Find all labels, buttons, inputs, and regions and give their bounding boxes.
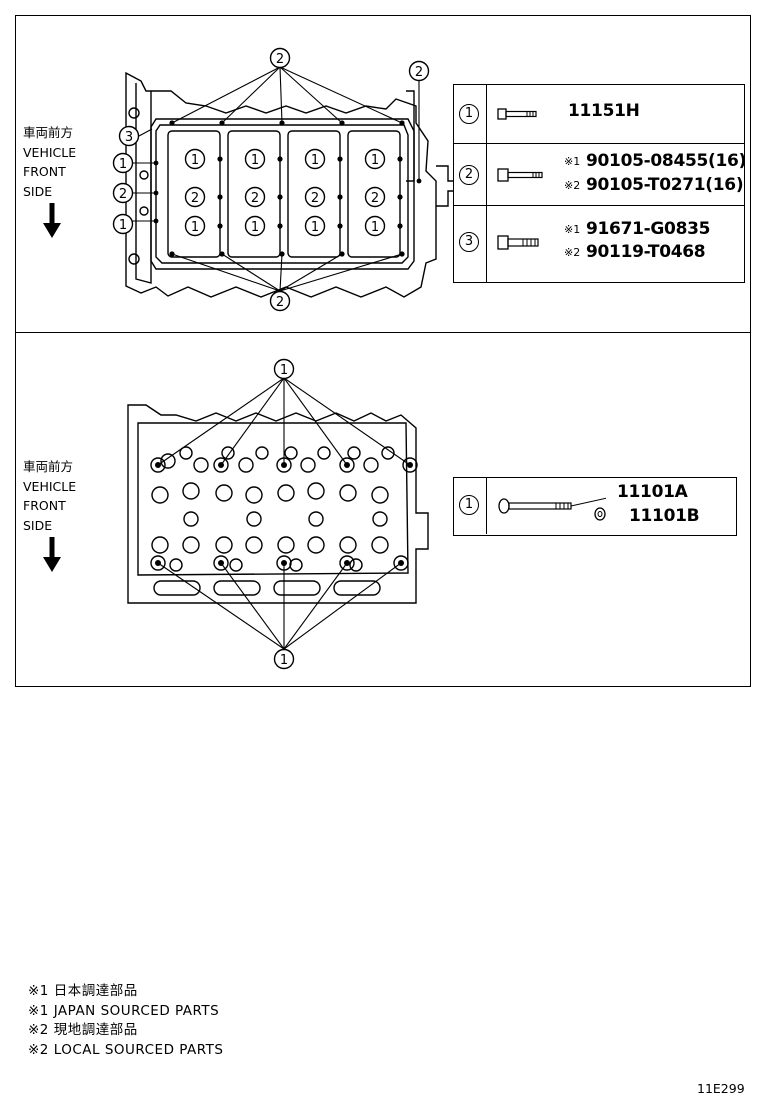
part-number: 11101A <box>617 482 688 502</box>
svg-text:1: 1 <box>251 153 259 168</box>
part-number: 90105-T0271(16) <box>586 175 744 195</box>
callout-2-bottom: 2 <box>269 290 291 312</box>
vehicle-front-side-label: 車両前方 VEHICLE FRONT SIDE <box>23 459 77 533</box>
svg-text:1: 1 <box>311 153 319 168</box>
row-callout: 3 <box>459 232 479 252</box>
callout-2-right: 2 <box>408 60 430 82</box>
part-number: 90105-08455(16) <box>586 151 747 171</box>
svg-text:2: 2 <box>276 295 284 310</box>
svg-text:2: 2 <box>415 65 423 80</box>
part-number: 11101B <box>629 506 700 526</box>
vehicle-front-side-label: 車両前方 VEHICLE FRONT SIDE <box>23 125 77 199</box>
footnote: ※2 LOCAL SOURCED PARTS <box>28 1041 224 1058</box>
row-callout: 1 <box>459 495 479 515</box>
part-number: 91671-G0835 <box>586 219 711 239</box>
svg-text:1: 1 <box>191 153 199 168</box>
callout-1-top: 1 <box>273 358 295 380</box>
footnote: ※2 現地調達部品 <box>28 1022 138 1038</box>
svg-text:2: 2 <box>371 191 379 206</box>
row-callout: 1 <box>459 104 479 124</box>
part-number: 90119-T0468 <box>586 242 706 262</box>
svg-text:2: 2 <box>191 191 199 206</box>
table-row: 1 11101A 11101B <box>454 478 736 534</box>
footnote: ※1 日本調達部品 <box>28 983 138 999</box>
top-diagram-panel: 車両前方 VEHICLE FRONT SIDE <box>15 15 751 333</box>
table-row: 3 ※1 91671-G0835 ※2 90119-T0468 <box>454 205 744 282</box>
svg-text:1: 1 <box>371 153 379 168</box>
callout-1-bottom: 1 <box>273 648 295 670</box>
bolt-with-washer-icon <box>498 497 606 521</box>
table-row: 1 11151H <box>454 85 744 143</box>
svg-text:1: 1 <box>280 653 288 668</box>
svg-text:1: 1 <box>371 220 379 235</box>
svg-text:3: 3 <box>125 130 133 145</box>
illustration-code: 11E299 <box>697 1081 745 1096</box>
svg-text:1: 1 <box>251 220 259 235</box>
cylinder-head-cover-drawing: 2 2 2 3 1 2 1 1 1 1 1 2 2 2 2 1 1 1 1 <box>112 47 455 312</box>
cylinder-head-drawing: 1 1 <box>127 358 429 670</box>
svg-text:1: 1 <box>311 220 319 235</box>
bottom-diagram-panel: 車両前方 VEHICLE FRONT SIDE <box>15 332 751 687</box>
row-callout: 2 <box>459 165 479 185</box>
footnotes: ※1 日本調達部品 ※1 JAPAN SOURCED PARTS ※2 現地調達… <box>28 982 224 1060</box>
bolt-icon <box>497 108 537 120</box>
svg-text:1: 1 <box>119 218 127 233</box>
parts-table-bottom: 1 11101A 11101B <box>453 477 737 536</box>
callout-3-left: 3 <box>118 125 140 147</box>
footnote: ※1 JAPAN SOURCED PARTS <box>28 1002 220 1019</box>
svg-text:2: 2 <box>311 191 319 206</box>
callout-2-top: 2 <box>269 47 291 69</box>
part-number: 11151H <box>568 101 640 121</box>
svg-text:1: 1 <box>191 220 199 235</box>
svg-text:2: 2 <box>251 191 259 206</box>
bolt-icon <box>497 168 543 182</box>
table-row: 2 ※1 90105-08455(16) ※2 90105-T0271(16) <box>454 143 747 206</box>
svg-text:1: 1 <box>119 157 127 172</box>
bolt-icon <box>497 235 539 250</box>
svg-text:2: 2 <box>119 187 127 202</box>
svg-text:1: 1 <box>280 363 288 378</box>
front-direction-arrow-icon <box>43 537 61 572</box>
svg-text:2: 2 <box>276 52 284 67</box>
parts-table-top: 1 11151H 2 ※1 90105-08455(16) ※2 90105-T… <box>453 84 747 283</box>
front-direction-arrow-icon <box>43 203 61 238</box>
